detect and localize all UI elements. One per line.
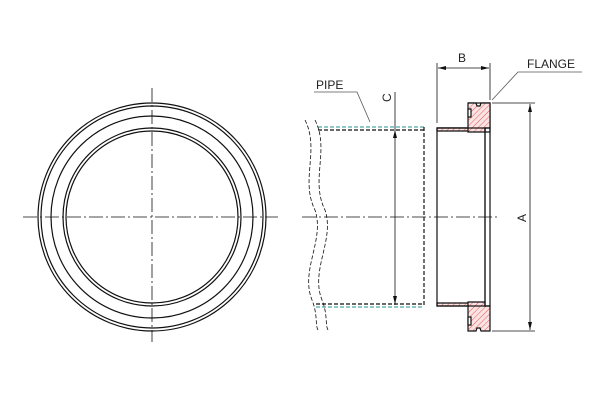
dimension-c [393,92,397,305]
flange-label: FLANGE [527,57,575,71]
side-view [302,63,582,332]
dimension-b-label: B [458,51,466,65]
pipe-label: PIPE [316,78,343,92]
pipe-leader [314,91,371,123]
front-view [23,88,278,342]
dimension-a-label: A [515,214,529,222]
pipe [304,119,425,331]
flange-leader [491,71,582,101]
dimension-a [492,102,535,332]
dimension-c-label: C [380,93,394,102]
dimension-b [436,63,491,123]
